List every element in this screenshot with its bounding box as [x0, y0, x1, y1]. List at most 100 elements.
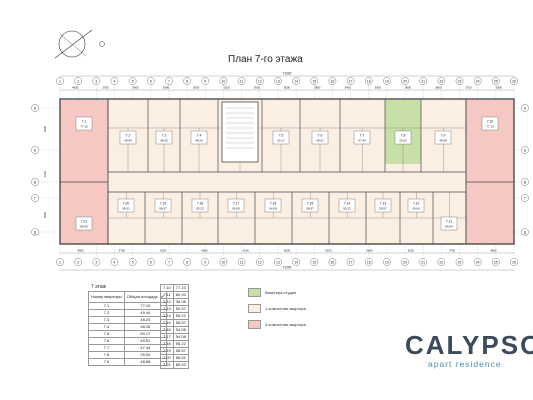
- axis-number: 11: [240, 80, 244, 84]
- axis-bubble: [183, 258, 191, 266]
- axis-bubble: [128, 77, 137, 85]
- unit-label-box: [272, 130, 290, 145]
- apartment-number-cell: 7.9: [88, 358, 125, 366]
- apartment-number-cell: 7.4: [88, 323, 125, 331]
- axis-bubble: [492, 77, 500, 85]
- unit-label-box: [155, 130, 173, 145]
- legend-label: Квартира-студия: [265, 290, 297, 295]
- axis-bubble: [237, 258, 246, 266]
- unit-number: 7.17: [233, 202, 240, 206]
- unit-area: 48.88: [439, 139, 447, 143]
- axis-letter: Б: [524, 148, 527, 152]
- unit-label-box: [227, 198, 245, 213]
- axis-number: 20: [403, 261, 407, 265]
- axis-number: 13: [276, 261, 280, 265]
- unit-area: 54.08: [269, 207, 277, 211]
- axis-number: 2: [77, 80, 79, 84]
- apartment-number-cell: 7.3: [88, 316, 125, 324]
- axis-number: 23: [458, 261, 462, 265]
- axis-letter: В: [524, 180, 527, 184]
- axis-number: 22: [439, 80, 443, 84]
- legend-one-room: 1-комнатная квартира: [248, 304, 306, 313]
- axis-number: 19: [385, 80, 389, 84]
- apartment-area-cell: 50.57: [172, 305, 189, 313]
- unit-number: 7.12: [413, 202, 420, 206]
- apartment-number-cell: 7.17: [160, 333, 174, 341]
- axis-number: 26: [512, 261, 516, 265]
- axis-bubble: [31, 228, 39, 236]
- axis-bubble: [473, 77, 482, 85]
- axis-number: 3: [95, 261, 97, 265]
- unit-area: 25.00: [399, 139, 407, 143]
- dimension-label: 3700: [465, 86, 472, 90]
- apartment-area-cell: 56.51: [172, 354, 189, 362]
- axis-bubble: [419, 258, 428, 266]
- apartment-number-cell: 7.13: [160, 305, 174, 313]
- unit-area: 49.51: [316, 139, 324, 143]
- apartment-number-cell: 7.5: [88, 330, 125, 338]
- dimension-label: 3200: [223, 86, 230, 90]
- axis-letter: Д: [524, 230, 527, 234]
- dimension-label: 3600: [133, 86, 140, 90]
- axis-number: 1: [59, 261, 61, 265]
- axis-bubble: [383, 77, 391, 85]
- apartment-area-cell: 58.57: [172, 347, 189, 355]
- axis-bubble: [56, 77, 64, 85]
- apartment-area-cell: 58.57: [172, 319, 189, 327]
- axis-bubble: [401, 258, 409, 266]
- dimension-label: 3700: [119, 249, 126, 253]
- dimension-label: 3600: [254, 86, 261, 90]
- axis-bubble: [255, 258, 264, 266]
- unit-number: 7.16: [270, 202, 277, 206]
- axis-bubble: [146, 258, 155, 266]
- axis-bubble: [92, 77, 101, 85]
- axis-bubble: [31, 146, 39, 154]
- axis-bubble: [128, 258, 137, 266]
- axis-letter: Г: [524, 196, 526, 200]
- axis-bubble: [110, 77, 119, 85]
- apartment-area-cell: 77.10: [172, 284, 189, 292]
- unit-label-box: [301, 198, 319, 213]
- axis-bubble: [183, 77, 191, 85]
- axis-number: 16: [331, 261, 335, 265]
- legend-swatch: [248, 320, 261, 329]
- axis-letter: Г: [34, 196, 36, 200]
- unit-number: 7.10: [487, 120, 494, 124]
- unit-label-box: [191, 198, 209, 213]
- unit-label-box: [440, 216, 458, 231]
- unit-area: 48.25: [160, 139, 168, 143]
- unit-label-box: [481, 116, 499, 131]
- axis-bubble: [310, 258, 319, 266]
- apartment-number-cell: 7.18: [160, 340, 174, 348]
- axis-number: 15: [312, 80, 316, 84]
- axis-letter: А: [34, 106, 37, 110]
- dimension-label: 3800: [314, 86, 321, 90]
- dimension-label: 6100: [160, 249, 167, 253]
- table-header-number: Номер квартиры: [88, 291, 125, 303]
- exterior-wall: [59, 98, 515, 245]
- axis-number: 2: [77, 261, 79, 265]
- dimension-label: 3900: [496, 86, 503, 90]
- axis-bubble: [31, 178, 39, 186]
- axis-bubble: [346, 258, 355, 266]
- axis-number: 17: [349, 261, 353, 265]
- axis-bubble: [74, 77, 82, 85]
- axis-bubble: [328, 258, 337, 266]
- dimension-label: 3700: [449, 249, 456, 253]
- axis-bubble: [521, 194, 529, 202]
- dimension-label: 6000: [284, 249, 291, 253]
- apartment-number-cell: 7.20: [160, 354, 174, 362]
- dimension-label: 6100: [243, 249, 250, 253]
- unit-number: 7.2: [126, 134, 131, 138]
- apartment-number-cell: 7.15: [160, 319, 174, 327]
- unit-label-box: [119, 130, 137, 145]
